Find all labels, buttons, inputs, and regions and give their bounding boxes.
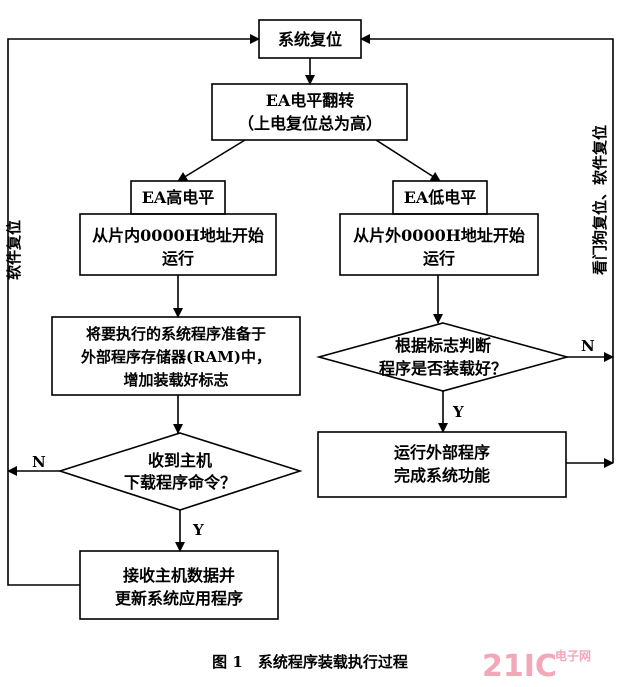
- prepare-label-3: 增加装载好标志: [123, 371, 228, 389]
- yes-label-cmd: Y: [192, 521, 204, 539]
- reset-label: 系统复位: [278, 30, 342, 49]
- outer-run-label-1: 从片外0000H地址开始: [353, 226, 525, 245]
- recv-cmd-diamond: [57, 432, 303, 511]
- yes-label-check: Y: [452, 403, 464, 421]
- recv-data-label-2: 更新系统应用程序: [115, 589, 243, 608]
- inner-run-label-2: 运行: [162, 249, 194, 268]
- prepare-label-1: 将要执行的系统程序准备于: [86, 325, 266, 343]
- outer-run-label-2: 运行: [423, 249, 455, 268]
- ea-high-label: EA高电平: [142, 188, 215, 207]
- check-flag-label-1: 根据标志判断: [395, 336, 491, 355]
- figure-caption: 图 1 系统程序装载执行过程: [212, 653, 408, 671]
- run-external-label-2: 完成系统功能: [394, 466, 490, 485]
- ea-flip-label-1: EA电平翻转: [266, 91, 355, 110]
- recv-data-label-1: 接收主机数据并: [123, 566, 235, 585]
- check-flag-label-2: 程序是否装载好？: [379, 359, 507, 378]
- run-external-label-1: 运行外部程序: [394, 443, 490, 462]
- recv-data-box: [79, 550, 279, 620]
- ea-low-label: EA低电平: [404, 188, 477, 207]
- no-label-cmd: N: [32, 453, 46, 471]
- right-loop-line: [360, 34, 614, 463]
- recv-cmd-label-1: 收到主机: [148, 451, 212, 470]
- no-label-check: N: [581, 337, 595, 355]
- prepare-label-2: 外部程序存储器(RAM)中，: [80, 348, 271, 366]
- watermark-logo: 21IC: [482, 649, 557, 684]
- check-flag-diamond: [315, 322, 571, 392]
- recv-cmd-label-2: 下载程序命令？: [124, 473, 236, 492]
- left-loop-label: 软件复位: [5, 220, 23, 280]
- right-loop-label: 看门狗复位、软件复位: [591, 125, 609, 275]
- arrow-flip-to-high: [177, 139, 246, 182]
- run-external-box: [317, 431, 567, 498]
- left-loop-line: [7, 34, 260, 586]
- inner-run-label-1: 从片内0000H地址开始: [92, 226, 264, 245]
- ea-flip-label-2: （上电复位总为高）: [238, 114, 382, 133]
- arrow-flip-to-low: [375, 139, 441, 182]
- watermark-sub: 电子网: [555, 648, 591, 663]
- outer-run-box: [339, 213, 539, 276]
